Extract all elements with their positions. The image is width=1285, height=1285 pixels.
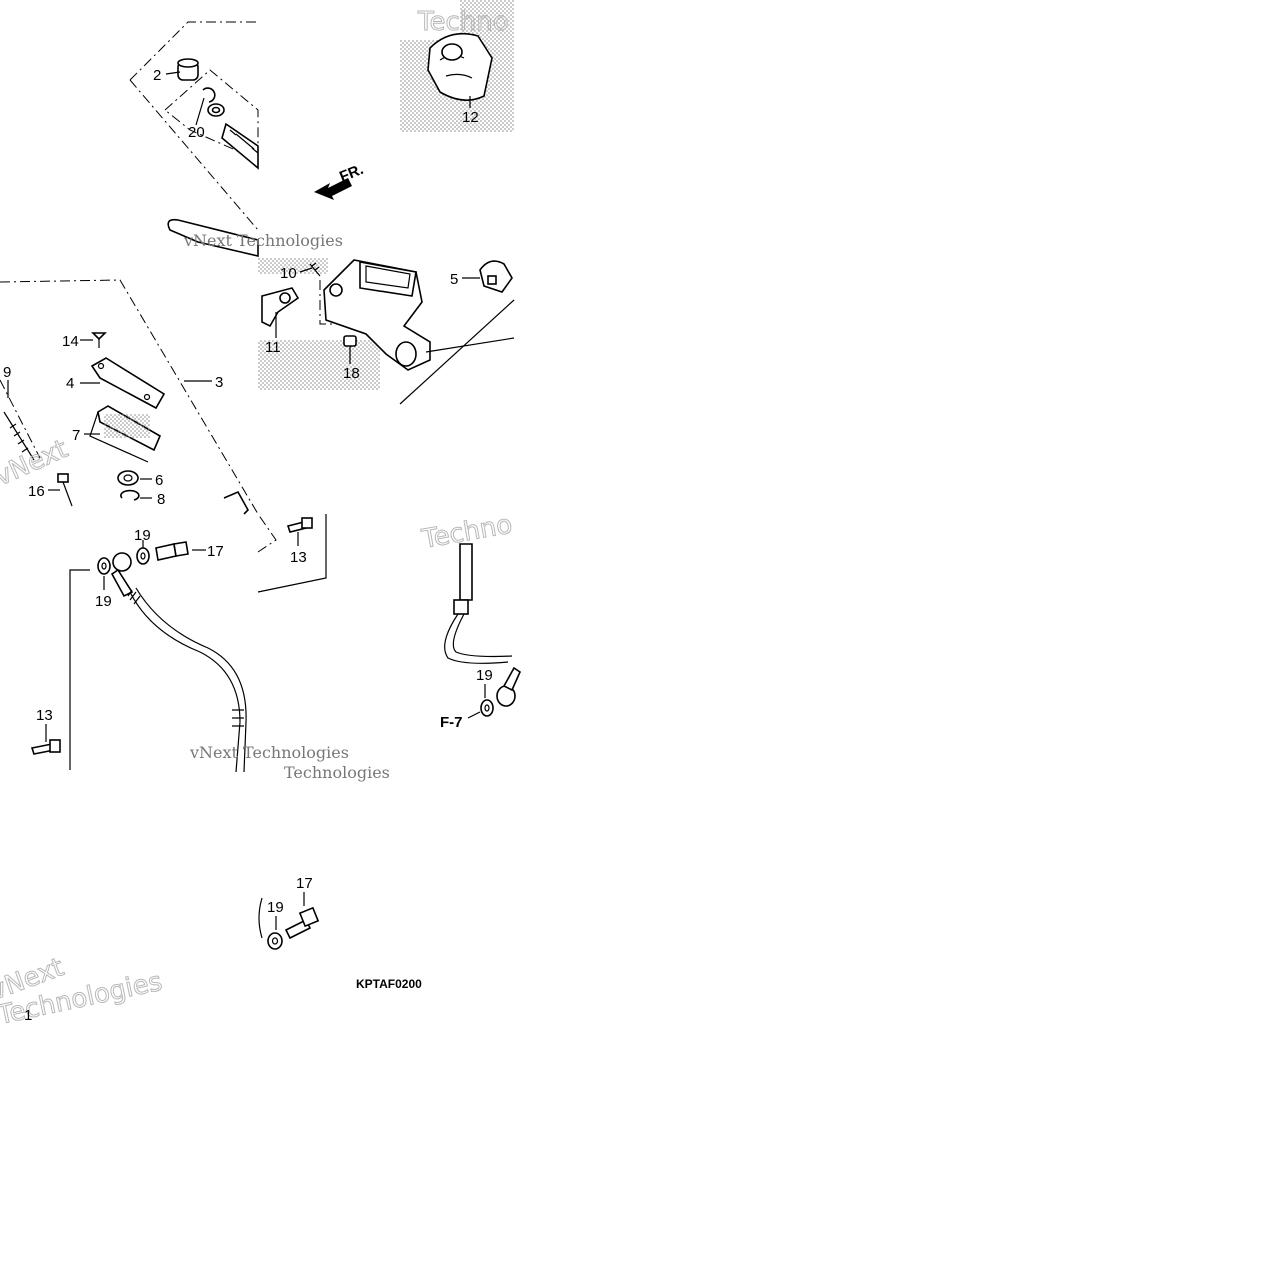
- lower-hose-part: [444, 543, 513, 664]
- callout-19-left: 19: [95, 593, 112, 610]
- pivot-bolt-part: [309, 262, 321, 277]
- clip-part: [120, 489, 140, 501]
- front-marker-label: FR.: [337, 161, 366, 186]
- callout-7: 7: [72, 427, 80, 444]
- callout-9: 9: [3, 364, 11, 381]
- oil-bolt-part: [155, 541, 189, 561]
- brake-hose-part: [127, 587, 247, 773]
- callout-18: 18: [343, 365, 360, 382]
- spring-assembly-part: [0, 379, 41, 461]
- tile-lever-assembly: vNext Technologies: [129, 21, 343, 258]
- circlip-part: [202, 87, 216, 103]
- callout-10: 10: [280, 265, 297, 282]
- lower-fitting-part: [496, 666, 522, 707]
- callout-19-top: 19: [134, 527, 151, 544]
- callout-13-upper: 13: [290, 549, 307, 566]
- tile-lower-hose-joint: Techno: [419, 509, 522, 719]
- diaphragm-part: [89, 405, 162, 463]
- lever-pivot-part: [261, 287, 300, 328]
- reservoir-cap-part: [90, 357, 166, 410]
- watermark-text: vNext Technologies: [183, 231, 343, 250]
- lever-part: [167, 218, 259, 258]
- tile-oil-bolt: KPTAF0200: [258, 892, 422, 991]
- callout-13-lower: 13: [36, 707, 53, 724]
- callout-19-bottom: 19: [267, 899, 284, 916]
- watermark-text: vNext Technologies: [189, 743, 349, 762]
- callout-17-upper: 17: [207, 543, 224, 560]
- callout-5: 5: [450, 271, 458, 288]
- tile-brake-hose: vNext Technologies Technologies: [30, 513, 390, 782]
- piston-spring-part: [221, 122, 259, 170]
- callout-4: 4: [66, 375, 74, 392]
- callout-6: 6: [155, 472, 163, 489]
- bracket-part: [223, 490, 249, 515]
- callout-8: 8: [157, 491, 165, 508]
- callout-2: 2: [153, 67, 161, 84]
- figure-reference-label: F-7: [440, 714, 463, 731]
- washer-part: [207, 103, 225, 117]
- watermark-text: Technologies: [284, 763, 390, 782]
- callout-1: 1: [24, 1007, 32, 1024]
- callout-3: 3: [215, 374, 223, 391]
- callout-16: 16: [28, 483, 45, 500]
- hose-clamp-bolt-part: [30, 739, 61, 755]
- callout-20: 20: [188, 124, 205, 141]
- holder-part: [479, 260, 513, 293]
- watermark-text: Techno: [417, 7, 509, 37]
- callout-labels: 1 2 3 4 5 6 7 8 9 10 11 12 13 13 14 16 1…: [3, 67, 493, 1024]
- callout-12: 12: [462, 109, 479, 126]
- bolt-part: [57, 473, 73, 507]
- upper-bolt-part: [286, 517, 313, 533]
- hose-eye-fitting-part: [110, 552, 134, 598]
- cover-screw-part: [91, 332, 107, 348]
- master-cylinder-body-part: [323, 259, 515, 371]
- lower-washer-part: [480, 699, 494, 717]
- tile-switch-housing: Techno FR.: [314, 0, 514, 200]
- front-direction-arrow: FR.: [314, 161, 366, 200]
- oil-bolt-lower-part: [267, 906, 320, 950]
- tile-master-cylinder: [258, 258, 515, 405]
- callout-11: 11: [265, 339, 281, 356]
- boot-cap-part: [177, 58, 199, 81]
- drawing-code-label: KPTAF0200: [356, 977, 422, 991]
- callout-19-right: 19: [476, 667, 493, 684]
- seal-part: [117, 470, 139, 486]
- switch-housing-part: [427, 32, 493, 101]
- callout-14: 14: [62, 333, 79, 350]
- tile-reservoir-cover: vNext: [0, 279, 259, 515]
- bleeder-cap-part: [343, 335, 357, 356]
- callout-17-lower: 17: [296, 875, 313, 892]
- sealing-washer-part: [97, 547, 150, 575]
